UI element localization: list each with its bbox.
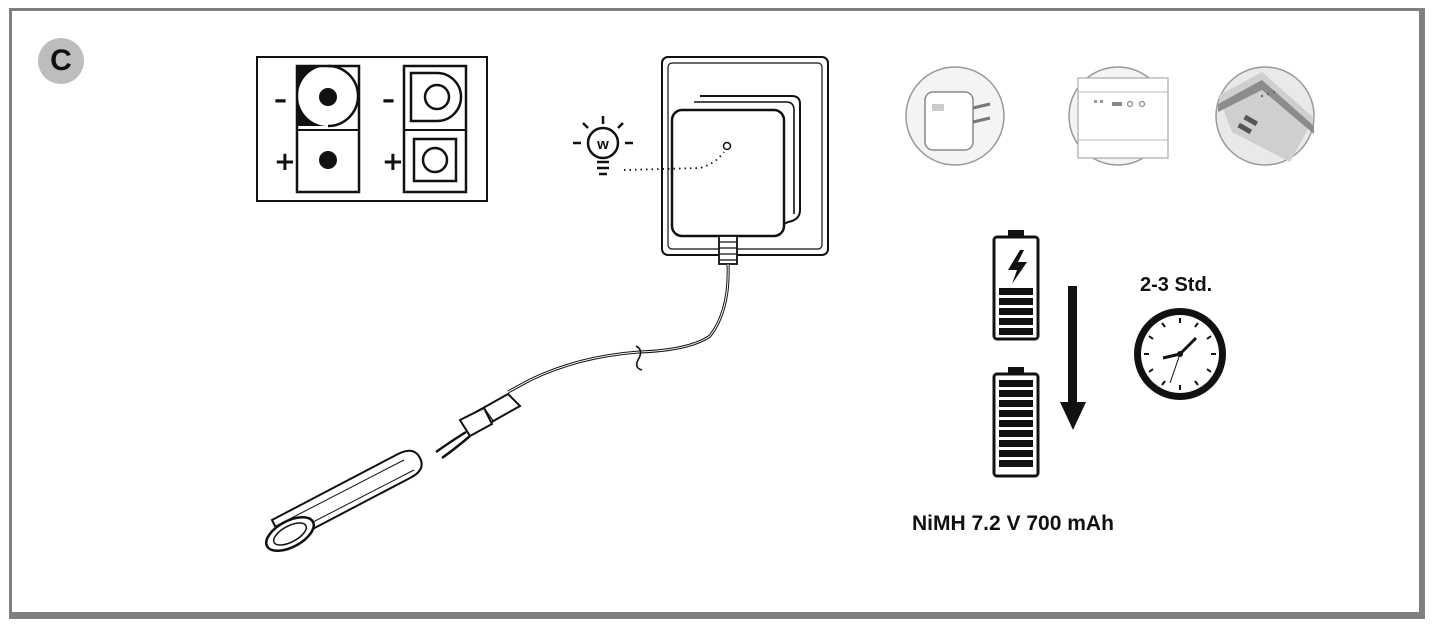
minus-label-right: –: [382, 85, 395, 115]
step-badge: C: [38, 38, 84, 84]
polarity-diagram-icon: – + – +: [256, 56, 488, 202]
computer-usb-port-icon: [1068, 66, 1169, 166]
plus-label-left: +: [274, 147, 296, 177]
charger-cable: [507, 263, 730, 394]
charger-led-icon: w: [573, 116, 725, 176]
battery-charging-icon: [992, 230, 1040, 341]
usb-power-adapter-icon: [905, 66, 1005, 166]
laptop-usb-port-icon: [1215, 66, 1315, 166]
led-letter: w: [596, 136, 609, 153]
charge-time-label: 2-3 Std.: [1140, 274, 1213, 296]
clock-icon: [1134, 308, 1226, 400]
cable-connector: [458, 392, 522, 438]
battery-full-icon: [992, 367, 1040, 478]
wall-charger-icon: [661, 56, 829, 265]
plus-label-right: +: [382, 147, 404, 177]
minus-label-left: –: [274, 85, 287, 115]
step-label: C: [50, 44, 72, 77]
battery-spec-label: NiMH 7.2 V 700 mAh: [912, 512, 1114, 535]
battery-pack-icon: [264, 449, 423, 553]
arrow-down-icon: [1060, 286, 1086, 430]
